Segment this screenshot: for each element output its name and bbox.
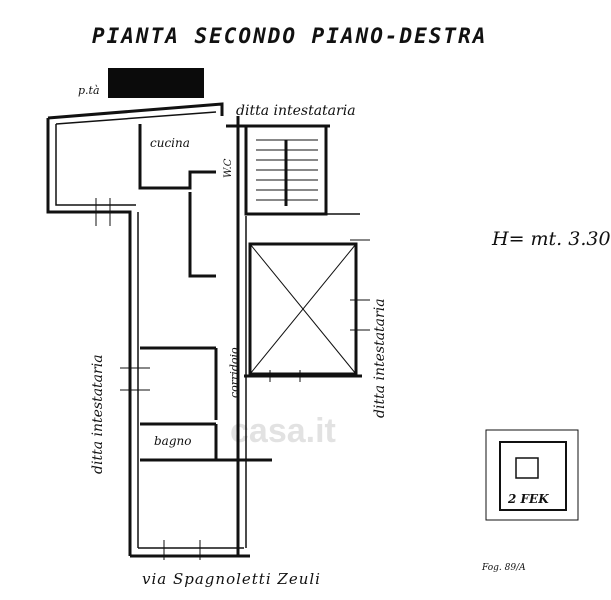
kitchen-wall <box>138 124 216 190</box>
street-label: via Spagnoletti Zeuli <box>142 570 321 588</box>
redacted-owner-name <box>108 68 204 98</box>
owner-prefix: p.tà <box>78 84 100 97</box>
outer-wall <box>47 102 224 120</box>
key-plan <box>485 429 579 521</box>
north-neighbor-label: ditta intestataria <box>236 103 356 119</box>
plan-title: PIANTA SECONDO PIANO-DESTRA <box>92 24 488 48</box>
key-plan-label: 2 FEK <box>508 492 549 506</box>
watermark: casa.it <box>230 412 336 450</box>
light-well <box>248 242 358 376</box>
partition-wall <box>188 192 216 278</box>
sheet-reference: Fog. 89/A <box>482 563 526 573</box>
bathroom-label: bagno <box>154 434 192 448</box>
ceiling-height-label: H= mt. 3.30 <box>492 228 611 250</box>
outer-wall <box>46 118 132 222</box>
kitchen-label: cucina <box>150 136 190 150</box>
